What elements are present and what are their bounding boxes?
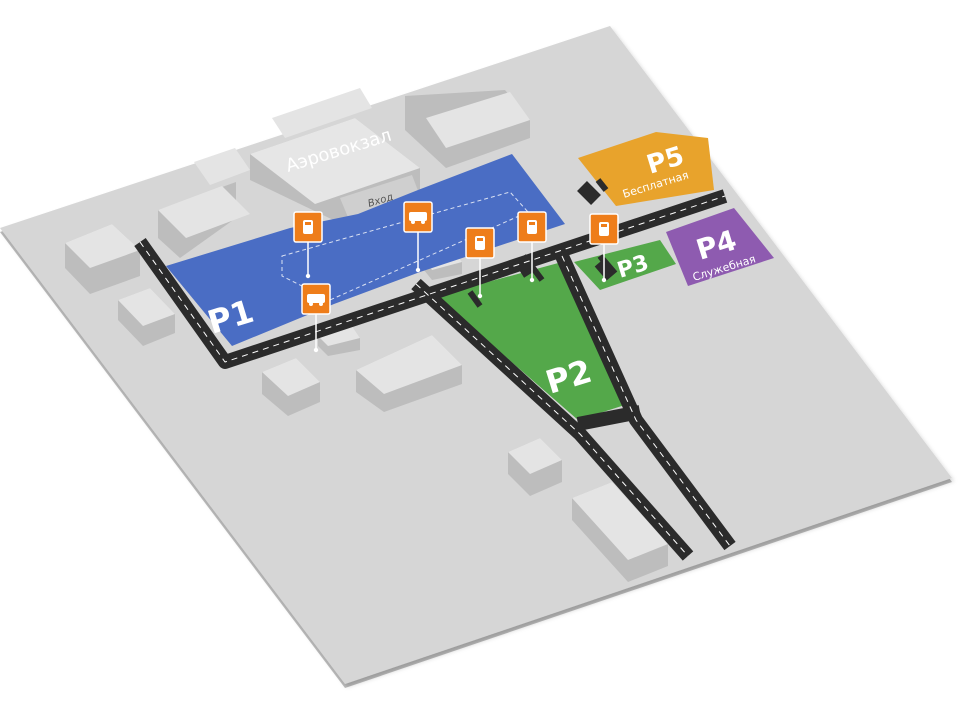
bus-stop-marker[interactable] [403, 201, 433, 273]
building-block [508, 438, 562, 496]
buildings: Аэровокзал Вход [65, 88, 668, 582]
building-block [118, 288, 175, 346]
terminal-building: Аэровокзал Вход [158, 88, 530, 258]
parking-meter-icon [599, 222, 609, 236]
bus-stop-marker[interactable] [301, 283, 331, 353]
parking-meter-marker[interactable] [465, 227, 495, 299]
parking-meter-marker[interactable] [517, 211, 547, 283]
parking-p5[interactable]: P5 Бесплатная [578, 132, 714, 206]
parking-meter-marker[interactable] [293, 211, 323, 279]
parking-meter-icon [475, 236, 485, 250]
parking-meter-icon [303, 220, 313, 234]
parking-meter-marker[interactable] [589, 213, 619, 283]
building-block [262, 358, 320, 416]
building-block [572, 482, 668, 582]
building-block [356, 335, 462, 412]
bus-icon [307, 294, 325, 306]
parking-meter-icon [527, 220, 537, 234]
map-markers [293, 201, 619, 353]
roads [134, 178, 736, 561]
bus-icon [409, 212, 427, 224]
parking-p1[interactable]: P1 [166, 154, 565, 346]
building-block [65, 224, 140, 294]
